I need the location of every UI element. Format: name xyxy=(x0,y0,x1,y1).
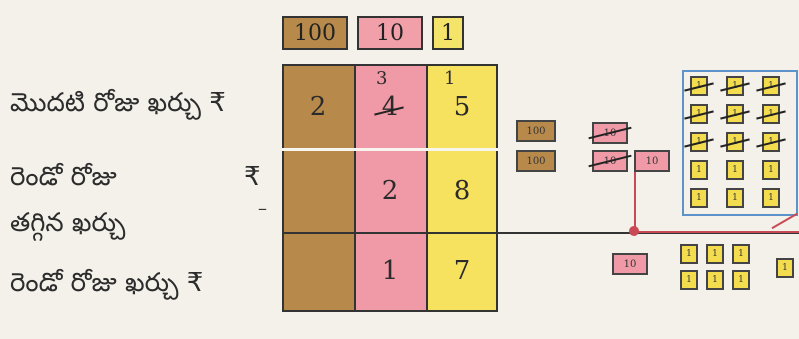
one-block: 1 xyxy=(726,188,744,208)
minus-sign: – xyxy=(258,198,267,219)
one-block: 1 xyxy=(690,188,708,208)
tens-borrow: 3 xyxy=(376,68,387,89)
one-block: 1 xyxy=(732,244,750,264)
hundreds-header: 100 xyxy=(282,16,348,50)
row3-tens: 1 xyxy=(354,256,426,286)
row2-tens: 2 xyxy=(354,176,426,206)
one-block: 1 xyxy=(706,270,724,290)
row2-label-line1: రెండో రోజు xyxy=(10,162,117,198)
one-block: 1 xyxy=(706,244,724,264)
one-block: 1 xyxy=(690,160,708,180)
one-block: 1 xyxy=(762,188,780,208)
ten-block: 10 xyxy=(634,150,670,172)
tens-header: 10 xyxy=(357,16,423,50)
ones-header: 1 xyxy=(432,16,464,50)
row-divider xyxy=(282,148,498,151)
row1-hundreds: 2 xyxy=(282,92,354,122)
hundred-block: 100 xyxy=(516,120,556,142)
row2-currency: ₹ xyxy=(244,162,261,192)
row1-ones: 5 xyxy=(426,92,498,122)
one-block: 1 xyxy=(680,244,698,264)
one-block: 1 xyxy=(732,270,750,290)
row2-ones: 8 xyxy=(426,176,498,206)
row3-label: రెండో రోజు ఖర్చు ₹ xyxy=(10,268,203,304)
one-block: 1 xyxy=(726,160,744,180)
hundred-block: 100 xyxy=(516,150,556,172)
row1-label: మొదటి రోజు ఖర్చు ₹ xyxy=(10,88,226,124)
ones-carry: 1 xyxy=(444,68,455,89)
one-block: 1 xyxy=(762,160,780,180)
one-block: 1 xyxy=(680,270,698,290)
one-block: 1 xyxy=(776,258,794,278)
ten-block: 10 xyxy=(612,253,648,275)
connector-line xyxy=(634,231,799,233)
connector-line xyxy=(634,172,636,230)
row1-tens: 4 xyxy=(354,92,426,122)
row2-label-line2: తగ్గిన ఖర్చు xyxy=(10,208,125,244)
row3-ones: 7 xyxy=(426,256,498,286)
